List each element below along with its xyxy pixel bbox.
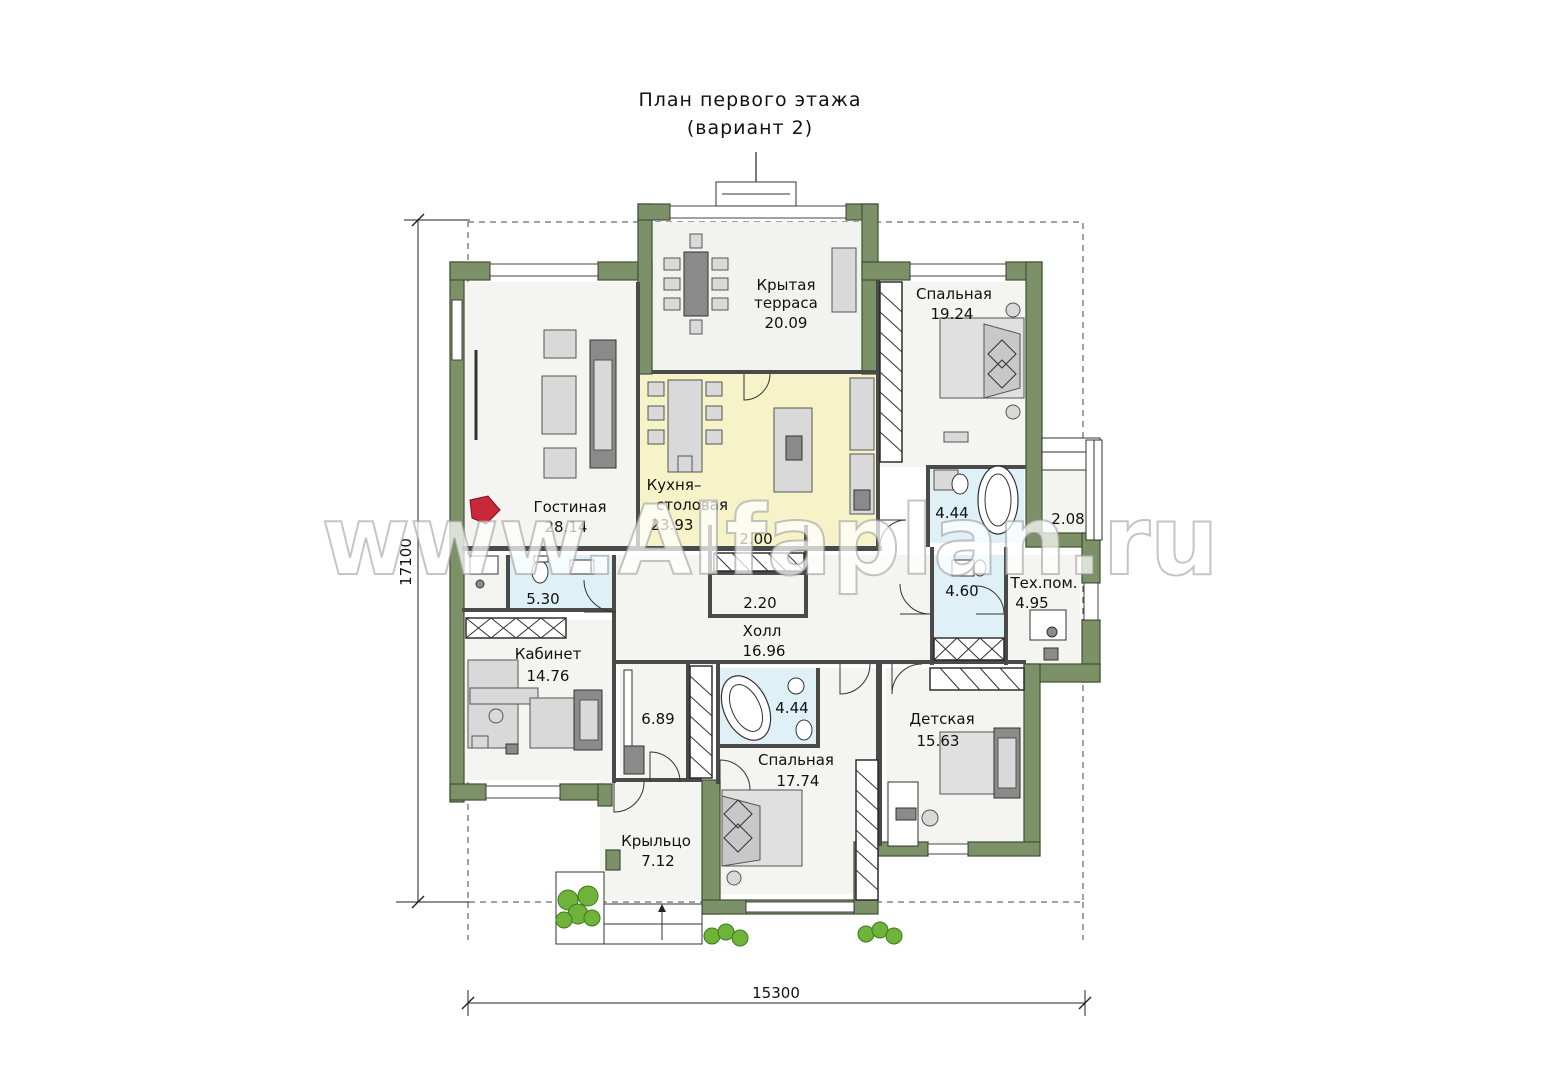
bedroom1-area: 19.24 bbox=[931, 305, 974, 323]
bath2-area: 4.60 bbox=[945, 582, 978, 600]
wardrobes bbox=[465, 281, 1025, 901]
closet1-area: 2.00 bbox=[739, 530, 772, 548]
kitchen-label-2: столовая bbox=[656, 496, 728, 514]
wc-area: 5.30 bbox=[526, 590, 559, 608]
bedroom2-label: Спальная bbox=[758, 751, 834, 769]
dim-width-slash-left bbox=[461, 996, 475, 1010]
terrace-area: 20.09 bbox=[765, 314, 808, 332]
porch-floor bbox=[600, 780, 712, 900]
bath2-fixtures bbox=[951, 559, 987, 577]
interior-walls bbox=[462, 280, 1026, 846]
vestibule-steps bbox=[1041, 437, 1103, 541]
porch-label: Крыльцо bbox=[621, 832, 691, 850]
storage-area: 6.89 bbox=[641, 710, 674, 728]
bedroom2-area: 17.74 bbox=[777, 772, 820, 790]
kitchen-area: 23.93 bbox=[651, 516, 694, 534]
living-label: Гостиная bbox=[533, 498, 606, 516]
office-label: Кабинет bbox=[515, 645, 582, 663]
living-area: 28.14 bbox=[545, 518, 588, 536]
bedroom2-furniture bbox=[721, 789, 803, 886]
bath1-area: 4.44 bbox=[935, 504, 968, 522]
tech-floor bbox=[1006, 555, 1080, 663]
kids-furniture bbox=[887, 727, 1021, 847]
tech-label: Тех.пом. bbox=[1009, 574, 1077, 592]
living-room-furniture bbox=[469, 329, 617, 525]
hall-label: Холл bbox=[743, 622, 782, 640]
terrace-label-1: Крытая bbox=[757, 276, 816, 294]
storage-fixtures bbox=[623, 669, 645, 775]
bedroom1-furniture bbox=[939, 302, 1025, 443]
watermark: www.Alfaplan.ru bbox=[321, 485, 1218, 597]
dim-height-slash-top bbox=[411, 213, 425, 227]
kitchen-label-1: Кухня– bbox=[647, 476, 702, 494]
wc-tile bbox=[508, 555, 616, 610]
kitchen-furniture bbox=[647, 377, 875, 515]
dim-height-label: 17100 bbox=[397, 538, 415, 586]
bath3-area: 4.44 bbox=[775, 699, 808, 717]
exterior-walls bbox=[449, 203, 1101, 915]
bath3-fixtures bbox=[720, 675, 813, 741]
dim-height-slash-bottom bbox=[411, 895, 425, 909]
vestibule-area: 2.08 bbox=[1051, 510, 1084, 528]
windows bbox=[451, 205, 1099, 913]
kids-area: 15.63 bbox=[917, 732, 960, 750]
office-area: 14.76 bbox=[527, 667, 570, 685]
terrace-furniture bbox=[663, 233, 857, 335]
plan-title: План первого этажа bbox=[638, 89, 861, 111]
plan-subtitle: (вариант 2) bbox=[687, 117, 813, 139]
bedroom1-label: Спальная bbox=[916, 285, 992, 303]
office-furniture bbox=[467, 659, 603, 755]
closet2-area: 2.20 bbox=[743, 594, 776, 612]
dim-width-label: 15300 bbox=[752, 984, 800, 1002]
dim-width-slash-right bbox=[1078, 996, 1092, 1010]
doors bbox=[583, 373, 1005, 813]
wc-fixtures bbox=[469, 555, 595, 589]
hall-area: 16.96 bbox=[743, 642, 786, 660]
bath1-fixtures bbox=[933, 465, 1019, 535]
room-labels: Крытая терраса 20.09 Спальная 19.24 Гост… bbox=[515, 276, 1085, 870]
porch-area: 7.12 bbox=[641, 852, 674, 870]
tech-area: 4.95 bbox=[1015, 594, 1048, 612]
porch-elements bbox=[555, 871, 903, 947]
tech-fixtures bbox=[1029, 609, 1067, 661]
kids-label: Детская bbox=[909, 710, 974, 728]
terrace-label-2: терраса bbox=[754, 294, 818, 312]
